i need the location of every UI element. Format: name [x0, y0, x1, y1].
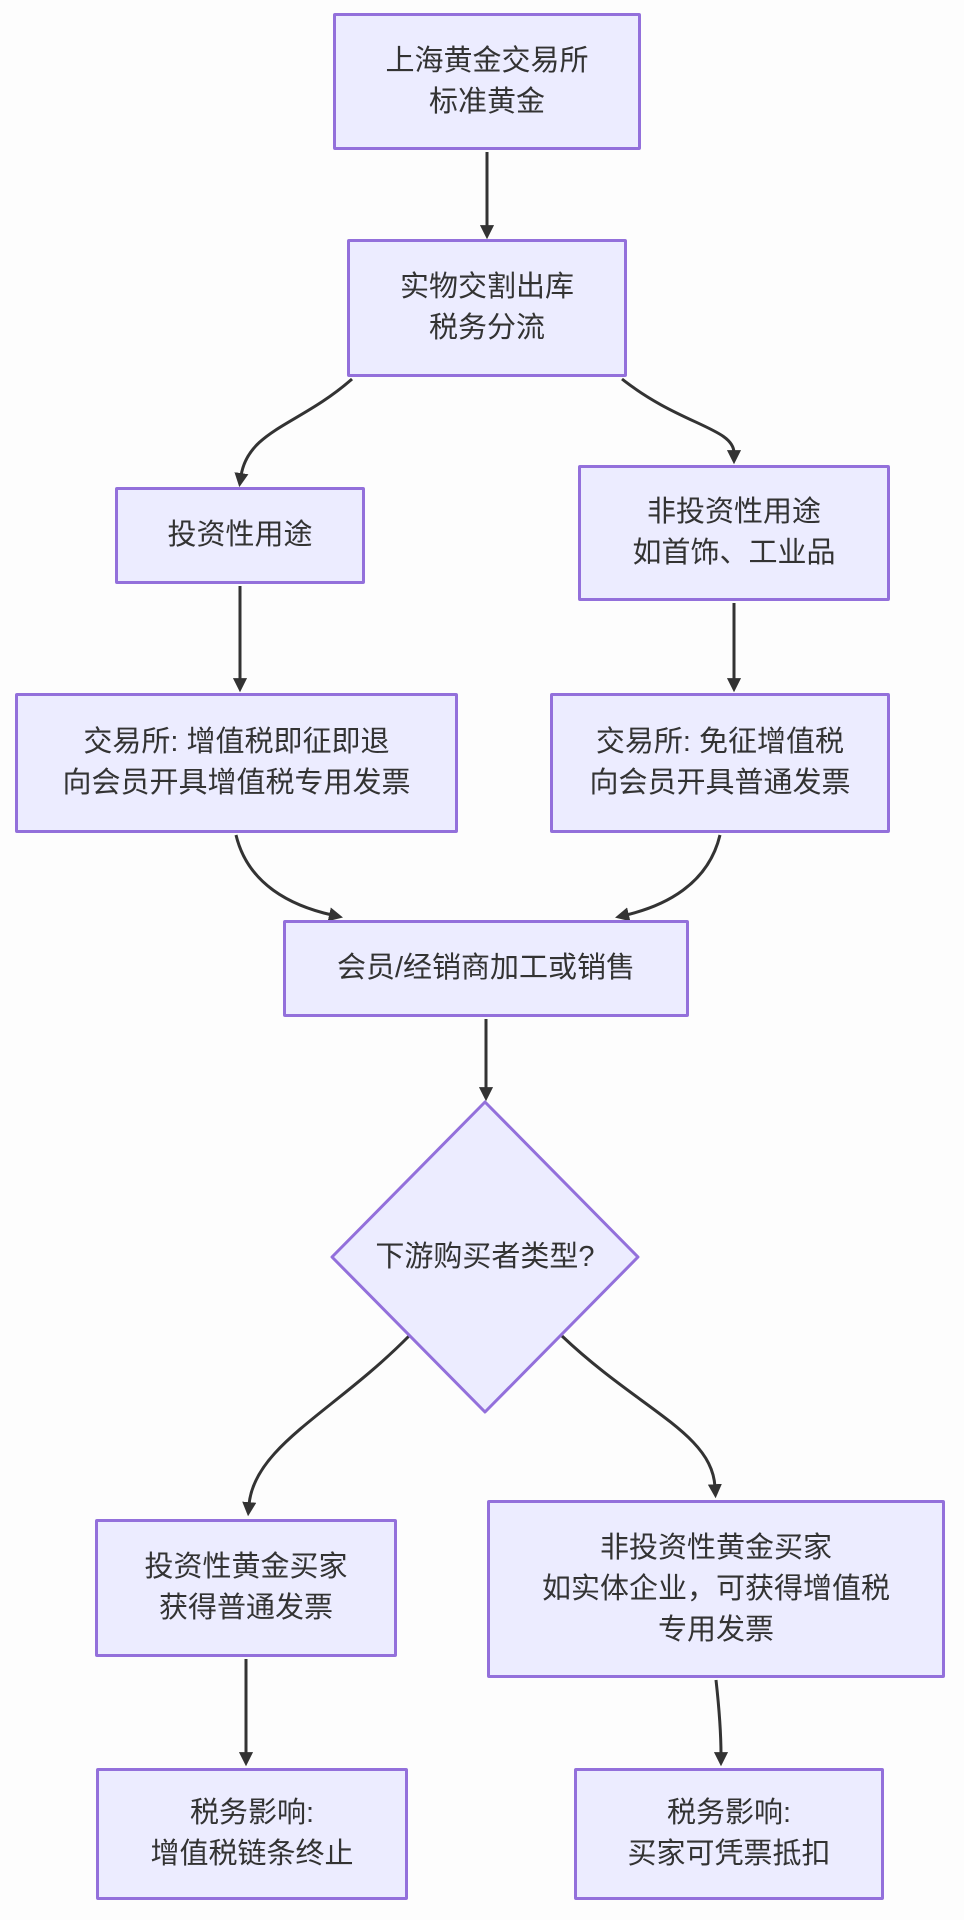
edge-delivery-to-investment — [234, 377, 353, 488]
node-non-investment-buyer: 非投资性黄金买家 如实体企业，可获得增值税 专用发票 — [487, 1500, 945, 1678]
node-sge-gold: 上海黄金交易所 标准黄金 — [333, 13, 641, 150]
edge-decision-to-investment-buyer — [242, 1334, 411, 1517]
node-non-investment-use: 非投资性用途 如首饰、工业品 — [578, 465, 890, 601]
node-member-dealer: 会员/经销商加工或销售 — [283, 920, 689, 1017]
node-exchange-vat-exempt: 交易所: 免征增值税 向会员开具普通发票 — [550, 693, 890, 833]
node-delivery-tax-split: 实物交割出库 税务分流 — [347, 239, 627, 377]
node-exchange-vat-refund: 交易所: 增值税即征即退 向会员开具增值税专用发票 — [15, 693, 458, 833]
edge-exempt-to-member — [615, 834, 722, 922]
node-tax-impact-deduct: 税务影响: 买家可凭票抵扣 — [574, 1768, 884, 1900]
node-tax-impact-chain-end: 税务影响: 增值税链条终止 — [96, 1768, 408, 1900]
edge-refund-to-member — [234, 834, 344, 922]
decision-diamond — [330, 1100, 640, 1414]
node-investment-use: 投资性用途 — [115, 487, 365, 584]
node-investment-buyer: 投资性黄金买家 获得普通发票 — [95, 1519, 397, 1657]
edge-decision-to-noninvestment-buyer — [560, 1334, 722, 1499]
edge-noninvestment-buyer-to-tax — [713, 1679, 729, 1767]
edge-delivery-to-noninvestment — [621, 377, 742, 465]
decision-label-buyer-type: 下游购买者类型? — [375, 1240, 595, 1273]
